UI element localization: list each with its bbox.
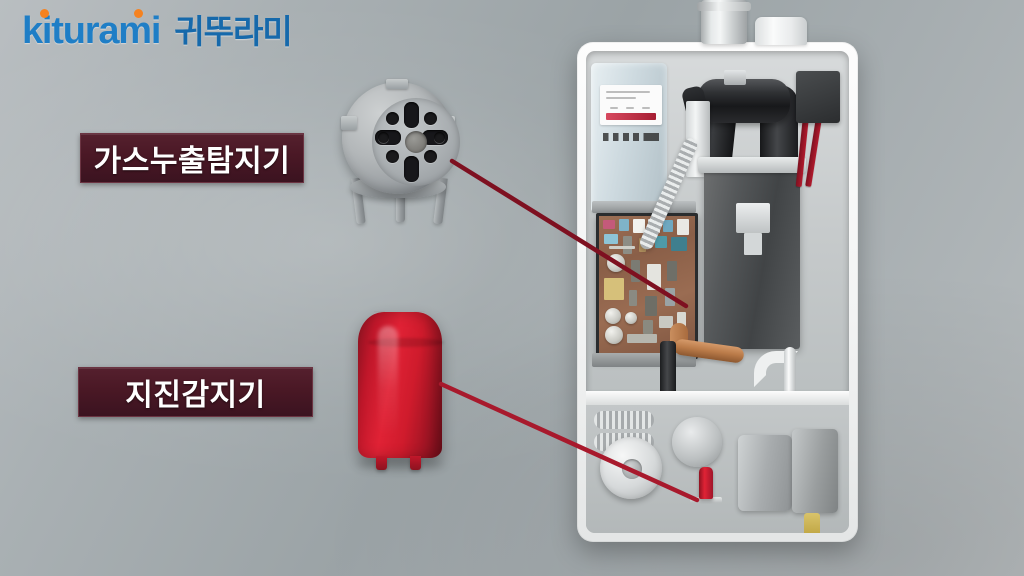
blower-fan [672, 417, 722, 467]
sensor-foot [410, 456, 421, 470]
gas-inlet-connector [804, 513, 820, 533]
callout-quake-label: 지진감지기 [125, 379, 266, 412]
sensor-vent-slot [404, 102, 419, 128]
sensor-vent-hole [424, 150, 437, 163]
sensor-highlight [378, 326, 398, 438]
tank-sticker [600, 85, 662, 125]
gas-valve [738, 435, 792, 511]
sensor-vent-hole [378, 132, 389, 143]
brand-logo-latin: kiturami [22, 10, 161, 52]
sensor-vent-hole [386, 150, 399, 163]
lower-compartment [586, 405, 849, 533]
sensor-vent-slot [404, 156, 419, 182]
brand-logo-hangul: 귀뚜라미 [174, 13, 292, 50]
sensor-foot [376, 456, 387, 470]
callout-gas-leak-detector[interactable]: 가스누출탐지기 [80, 133, 304, 183]
flue-lip [697, 2, 751, 11]
brand-logo: kiturami 귀뚜라미 [22, 9, 293, 52]
heat-exchanger-top-plate [698, 157, 806, 173]
sensor-leg [396, 182, 405, 222]
sensor-tab [386, 79, 408, 89]
heat-exchanger-plate [744, 233, 762, 255]
compartment-divider [586, 391, 849, 405]
gas-boiler-cutaway [577, 0, 858, 542]
exhaust-drum [698, 79, 790, 123]
earthquake-sensor-part [352, 308, 448, 478]
tank-clip-row [603, 133, 659, 141]
ignition-control-box [796, 71, 840, 123]
pump-hub [622, 459, 642, 479]
sensor-vent-hole [424, 112, 437, 125]
callout-earthquake-sensor[interactable]: 지진감지기 [78, 367, 313, 417]
part-shadow [356, 458, 444, 470]
heat-exchanger-bracket [736, 203, 770, 233]
sensor-hub [405, 131, 427, 153]
logo-dot-icon [40, 9, 49, 18]
gas-valve-secondary [792, 429, 838, 513]
flue-pipe [697, 0, 751, 44]
top-cap [755, 17, 807, 45]
exhaust-clamp [724, 70, 746, 85]
sensor-housing [341, 79, 460, 194]
gas-leak-detector-part [324, 78, 476, 228]
pcb-frame-top [592, 201, 696, 213]
heat-exchanger [698, 157, 806, 349]
water-tank [591, 63, 667, 213]
sensor-vent-hole [434, 132, 445, 143]
boiler-interior [586, 51, 849, 533]
sticker-accent-bar [606, 113, 656, 120]
installed-earthquake-sensor [699, 467, 713, 499]
sensor-seam [368, 338, 444, 347]
sensor-vent-hole [386, 112, 399, 125]
corrugated-duct [594, 411, 654, 429]
sensor-body [358, 312, 444, 458]
callout-gas-label: 가스누출탐지기 [93, 145, 291, 178]
sensor-tab [341, 116, 357, 130]
installed-sensor-base [690, 497, 722, 503]
logo-dot-icon [134, 9, 143, 18]
exhaust-elbow [678, 69, 804, 187]
